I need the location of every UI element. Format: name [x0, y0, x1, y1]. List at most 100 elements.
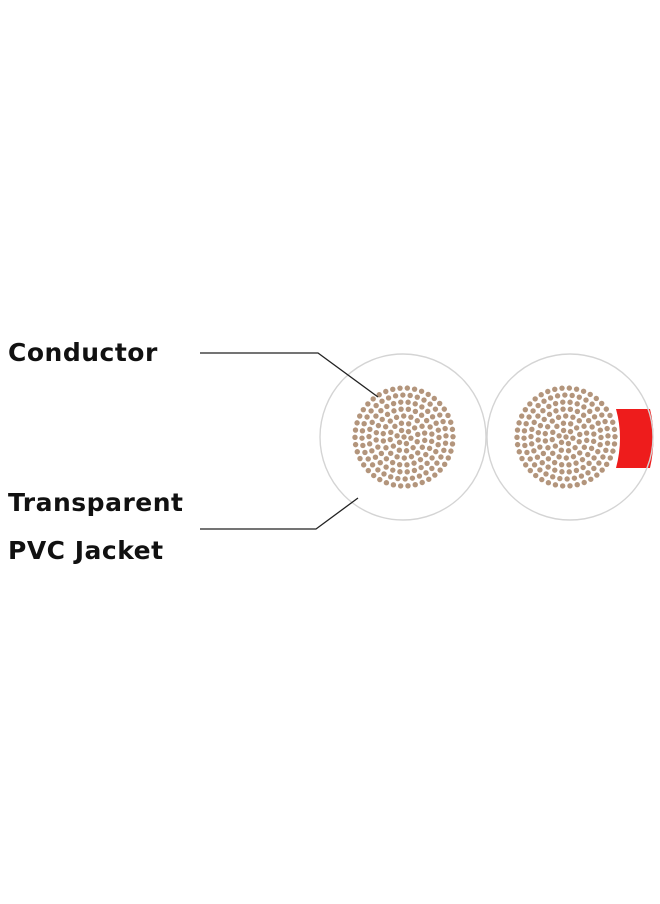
conductor-strand: [531, 419, 537, 426]
conductor-strand: [558, 461, 565, 468]
conductor-strand: [366, 441, 373, 447]
conductor-strand: [588, 445, 595, 452]
conductor-strand: [427, 424, 433, 430]
conductor-strand: [607, 455, 613, 461]
conductor-strand: [542, 430, 548, 437]
conductor-strand: [514, 427, 521, 433]
conductor-strand: [398, 399, 404, 405]
conductor-strand: [605, 433, 611, 439]
conductor-strand: [379, 398, 385, 404]
conductor-strand: [389, 459, 396, 466]
conductor-strand: [566, 462, 572, 468]
conductor-strand: [378, 408, 384, 414]
conductor-strand: [547, 395, 554, 401]
conductor-strand: [371, 472, 377, 479]
conductor-strand: [376, 392, 382, 398]
conductor-strand: [545, 464, 551, 470]
conductor-strand: [577, 431, 583, 438]
conductor-strand: [586, 460, 592, 466]
conductor-strand: [603, 461, 610, 468]
conductor-strand: [384, 411, 391, 418]
conductor-strand: [449, 441, 456, 447]
conductor-strand: [514, 441, 521, 448]
conductor-strand: [415, 450, 421, 456]
conductor-strand: [394, 433, 400, 439]
conductor-strand: [560, 427, 567, 434]
conductor-strand: [432, 406, 439, 412]
conductor-strand: [388, 429, 394, 436]
conductor-strand: [418, 412, 425, 418]
conductor-strand: [596, 460, 602, 466]
conductor-strand: [599, 412, 605, 418]
conductor-strand: [587, 408, 593, 414]
conductor-strand: [395, 475, 401, 482]
conductor-strand: [401, 413, 407, 419]
conductor-leader-line: [200, 352, 379, 398]
conductor-strand: [535, 402, 541, 409]
conductor-strand: [385, 395, 392, 401]
conductor-strand: [522, 442, 528, 449]
conductor-strand: [367, 426, 373, 432]
conductor-strand: [441, 447, 447, 453]
conductor-strand: [398, 420, 405, 426]
conductor-strand: [418, 464, 424, 471]
conductor-strand: [419, 444, 426, 450]
conductor-strand: [567, 428, 574, 435]
conductor-strand: [565, 448, 572, 454]
conductor-strand: [366, 433, 372, 440]
conductor-strand: [423, 451, 429, 458]
conductor-strand: [569, 392, 575, 399]
jacket-label-line2: PVC Jacket: [8, 536, 164, 565]
conductor-strand: [595, 448, 601, 455]
conductor-strand: [396, 461, 403, 468]
conductor-strand: [535, 429, 542, 436]
conductor-strand: [545, 480, 552, 486]
jacket-label-line1: Transparent: [8, 488, 184, 517]
conductor-strand: [607, 412, 613, 419]
conductor-strand: [378, 450, 385, 457]
conductor-strand: [588, 476, 594, 482]
conductor-strand: [574, 408, 581, 415]
conductor-strand: [598, 400, 605, 407]
conductor-strand: [362, 449, 368, 456]
conductor-strand: [550, 450, 556, 456]
conductor-strand: [388, 474, 394, 480]
conductor-strand: [411, 425, 418, 431]
conductor-strand: [411, 460, 417, 466]
conductor-strand: [521, 428, 528, 434]
conductor-strand: [411, 467, 418, 474]
conductor-strand: [404, 462, 410, 468]
conductor-strand: [531, 448, 537, 454]
conductor-strand: [373, 402, 379, 409]
conductor-strand: [390, 482, 397, 488]
conductor-strand: [535, 437, 541, 443]
conductor-strand: [373, 437, 379, 443]
conductor-strand: [539, 460, 545, 466]
conductor-strand: [377, 476, 383, 483]
conductor-strand: [550, 474, 556, 480]
conductor-strand: [392, 393, 399, 399]
conductor-strand: [559, 483, 566, 489]
conductor-strand: [448, 448, 454, 454]
conductor-strand: [552, 443, 559, 449]
conductor-strand: [426, 445, 433, 452]
conductor-strand: [372, 454, 379, 460]
conductor-strand: [373, 429, 380, 436]
conductor-strand: [405, 399, 411, 405]
conductor-strand: [565, 440, 572, 447]
conductor-strand: [611, 426, 618, 433]
conductor-strand: [542, 438, 549, 444]
conductor-strand: [397, 469, 403, 475]
conductor-strand: [537, 444, 543, 450]
conductor-strand: [541, 398, 547, 404]
conductor-strand: [599, 467, 605, 473]
conductor-strand: [421, 430, 428, 436]
conductor-strand: [437, 412, 443, 418]
conductor-strand: [549, 436, 555, 443]
conductor-strand: [392, 423, 398, 430]
conductor-strand: [402, 476, 408, 482]
conductor-strand: [545, 445, 551, 451]
conductor-strand: [418, 388, 425, 394]
conductor-strand: [519, 455, 525, 462]
conductor-strand: [391, 408, 397, 414]
